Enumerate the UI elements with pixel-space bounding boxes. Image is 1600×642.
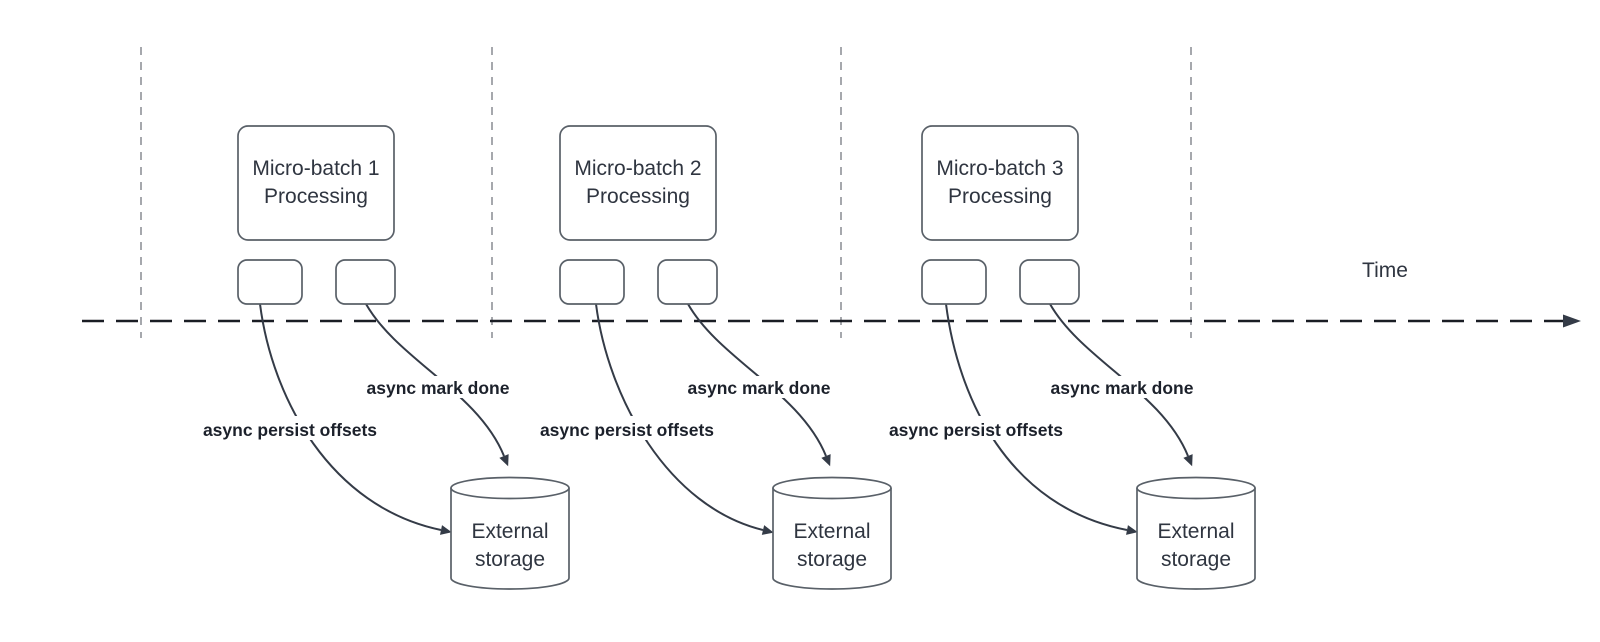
external-storage-cylinder-top [772,476,892,500]
async-persist-offsets-label: async persist offsets [203,420,377,440]
label-background [200,416,380,440]
label-background [1050,376,1194,398]
storage-label-line1: External [793,520,870,543]
task-box-right [335,259,396,305]
box-title-line2: Processing [264,185,368,208]
micro-batch-processing-box [559,125,717,241]
external-storage-cylinder-body [450,488,570,590]
async-persist-offsets-label: async persist offsets [889,420,1063,440]
storage-label-line2: storage [797,548,867,571]
storage-label-line2: storage [1161,548,1231,571]
task-box-left [921,259,987,305]
storage-label-line1: External [1157,520,1234,543]
time-axis-arrowhead-icon [1563,314,1581,328]
storage-label-line2: storage [475,548,545,571]
label-background [687,376,831,398]
micro-batch-processing-box [921,125,1079,241]
async-mark-done-label: async mark done [1051,378,1194,398]
micro-batch-1-group: async persist offsets async mark done Mi… [200,125,570,590]
box-title-line1: Micro-batch 2 [574,157,701,180]
async-mark-done-label: async mark done [367,378,510,398]
external-storage-cylinder-body [1136,488,1256,590]
async-persist-offsets-arrow [259,303,452,535]
async-persist-offsets-arrow [595,303,774,535]
time-axis-label: Time [1362,259,1408,282]
box-title-line2: Processing [948,185,1052,208]
task-box-right [657,259,718,305]
async-persist-offsets-label: async persist offsets [540,420,714,440]
box-title-line1: Micro-batch 1 [252,157,379,180]
micro-batch-processing-box [237,125,395,241]
label-background [366,376,510,398]
external-storage-cylinder-body [772,488,892,590]
micro-batch-3-group: async persist offsets async mark done Mi… [886,125,1256,590]
async-persist-offsets-arrow [945,303,1138,535]
micro-batch-2-group: async persist offsets async mark done Mi… [537,125,892,590]
box-title-line1: Micro-batch 3 [936,157,1063,180]
external-storage-cylinder-top [1136,476,1256,500]
box-title-line2: Processing [586,185,690,208]
label-background [537,416,717,440]
task-box-left [237,259,303,305]
storage-label-line1: External [471,520,548,543]
task-box-left [559,259,625,305]
async-mark-done-label: async mark done [688,378,831,398]
task-box-right [1019,259,1080,305]
external-storage-cylinder-top [450,476,570,500]
label-background [886,416,1066,440]
